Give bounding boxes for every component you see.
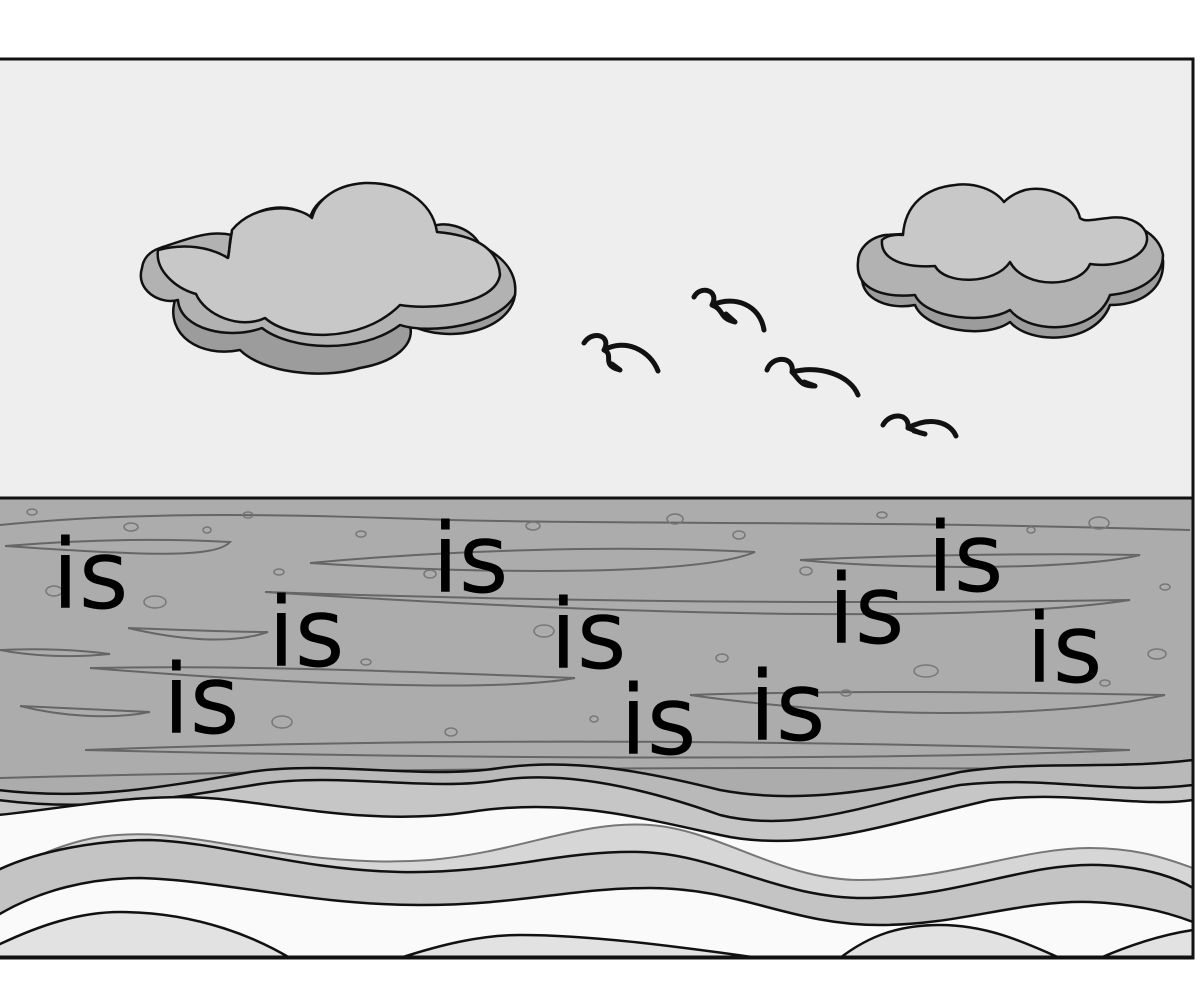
is-label-10: is: [620, 665, 697, 777]
bird-4: [880, 413, 959, 439]
is-label-3: is: [927, 502, 1004, 614]
bird-2: [691, 287, 767, 333]
birds: [581, 287, 959, 439]
is-label-9: is: [749, 651, 826, 763]
is-label-2: is: [432, 503, 509, 615]
is-label-6: is: [828, 554, 905, 666]
is-label-5: is: [550, 579, 627, 691]
is-label-1: is: [52, 519, 129, 631]
is-label-4: is: [268, 577, 345, 689]
is-label-8: is: [163, 644, 240, 756]
bird-1: [581, 333, 661, 374]
frame: [0, 57, 1195, 959]
cloud-left: [139, 181, 517, 375]
bird-3: [764, 356, 861, 398]
shore-waves: [0, 758, 1195, 960]
cloud-right: [856, 183, 1165, 339]
bubbles: [26, 508, 1171, 737]
is-label-7: is: [1026, 593, 1103, 705]
is-labels: is is is is is is is is is is: [52, 502, 1103, 777]
